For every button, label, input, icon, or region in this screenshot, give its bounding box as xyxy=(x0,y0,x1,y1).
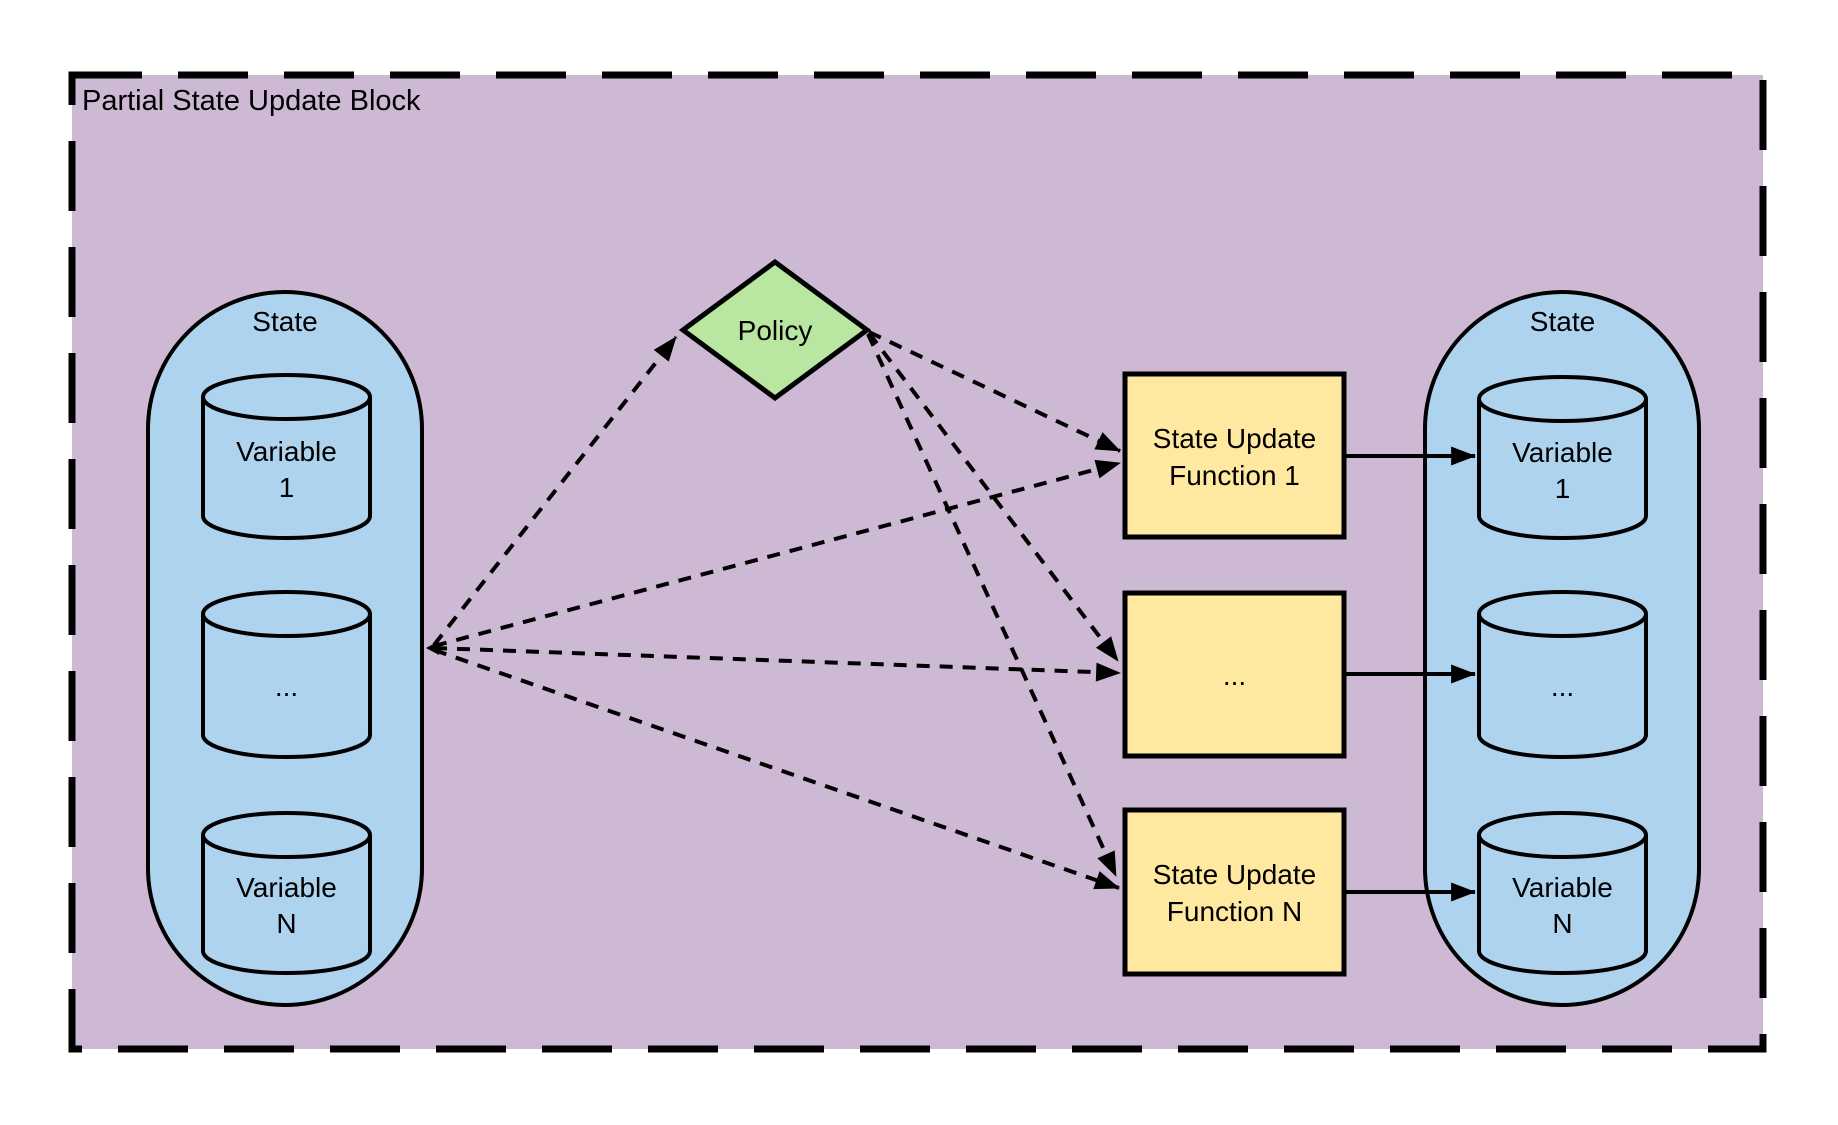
right-variable-n-cylinder: Variable N xyxy=(1477,811,1648,975)
state-update-function-1-box xyxy=(1122,371,1347,540)
state-update-function-1-node: State Update Function 1 xyxy=(1122,371,1347,540)
right-variable-n-label-line1: Variable xyxy=(1512,872,1613,903)
right-state-label: State xyxy=(1530,306,1595,337)
policy-label: Policy xyxy=(738,315,813,346)
edge-policy-to-function-1 xyxy=(868,330,1121,453)
cylinder-top xyxy=(1477,590,1648,638)
cylinder-top xyxy=(1477,811,1648,859)
state-update-function-n-label-line1: State Update xyxy=(1153,859,1316,890)
edge-state-to-policy xyxy=(432,335,678,647)
cylinder-body xyxy=(1477,835,1648,975)
left-variable-n-label-line1: Variable xyxy=(236,872,337,903)
right-variable-dots-cylinder: ... xyxy=(1477,590,1648,759)
state-update-function-dots-box xyxy=(1122,590,1347,759)
state-update-function-n-node: State Update Function N xyxy=(1122,807,1347,977)
right-variable-1-label-line1: Variable xyxy=(1512,437,1613,468)
edge-state-to-function-n xyxy=(433,648,1120,890)
cylinder-body xyxy=(1477,399,1648,540)
state-update-function-dots-node: ... xyxy=(1122,590,1347,759)
policy-diamond xyxy=(678,258,872,402)
right-state-group: State Variable 1 ... Variable N xyxy=(1423,290,1701,1007)
cylinder-top xyxy=(201,811,372,859)
left-variable-1-label-line1: Variable xyxy=(236,436,337,467)
cylinder-top xyxy=(201,373,372,421)
dashed-edges xyxy=(426,330,1121,890)
cylinder-body xyxy=(1477,614,1648,759)
right-variable-1-label-line2: 1 xyxy=(1555,473,1571,504)
right-variable-n-label-line2: N xyxy=(1552,908,1572,939)
solid-edges xyxy=(1344,446,1476,902)
state-update-function-1-label-line2: Function 1 xyxy=(1169,460,1300,491)
edge-state-to-function-1 xyxy=(433,459,1121,648)
edge-policy-to-function-n xyxy=(866,333,1118,877)
state-update-function-n-box xyxy=(1122,807,1347,977)
cylinder-body xyxy=(201,835,372,975)
cylinder-top xyxy=(1477,375,1648,423)
right-variable-dots-label: ... xyxy=(1551,671,1574,702)
state-update-function-n-label-line2: Function N xyxy=(1167,896,1302,927)
left-variable-1-label-line2: 1 xyxy=(279,472,295,503)
left-variable-1-cylinder: Variable 1 xyxy=(201,373,372,540)
state-update-function-1-label-line1: State Update xyxy=(1153,423,1316,454)
state-update-function-dots-label: ... xyxy=(1223,660,1246,691)
diagram-title: Partial State Update Block xyxy=(82,85,421,117)
left-variable-n-cylinder: Variable N xyxy=(201,811,372,975)
policy-node: Policy xyxy=(678,258,872,402)
cylinder-body xyxy=(201,397,372,540)
right-variable-1-cylinder: Variable 1 xyxy=(1477,375,1648,540)
cylinder-top xyxy=(201,590,372,638)
left-state-label: State xyxy=(252,306,317,337)
cylinder-body xyxy=(201,614,372,759)
left-variable-dots-cylinder: ... xyxy=(201,590,372,759)
left-variable-dots-label: ... xyxy=(275,671,298,702)
left-variable-n-label-line2: N xyxy=(276,908,296,939)
left-state-group: State Variable 1 ... Variable N xyxy=(146,290,424,1007)
